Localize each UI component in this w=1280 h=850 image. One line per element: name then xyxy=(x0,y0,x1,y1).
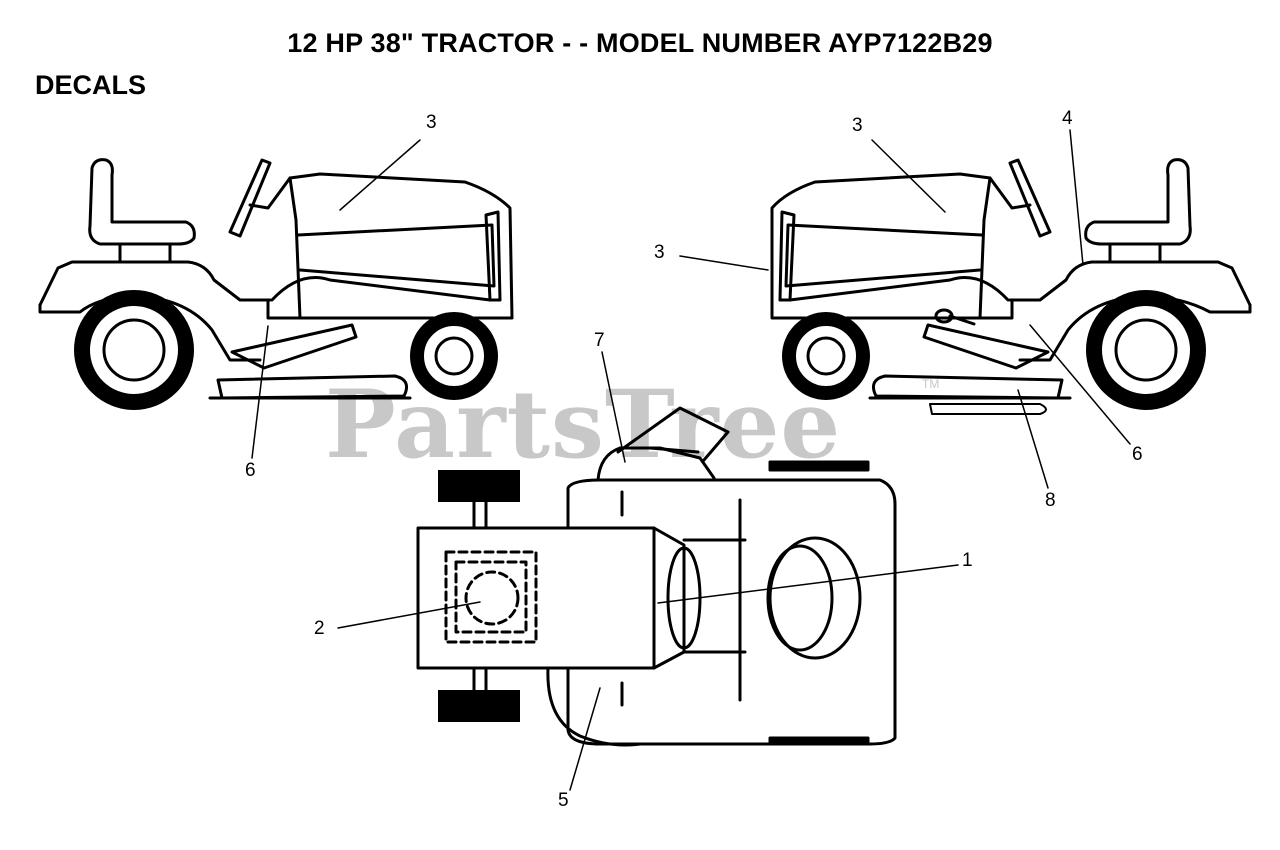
leader-5 xyxy=(569,687,601,791)
leader-1 xyxy=(657,564,959,604)
steering-wheel-left xyxy=(228,158,272,238)
seat-right xyxy=(1084,158,1192,246)
leader-3c xyxy=(679,255,769,271)
callout-3: 3 xyxy=(426,112,437,133)
seat-left xyxy=(88,158,196,246)
callout-3: 3 xyxy=(654,242,665,263)
leader-7 xyxy=(601,351,626,463)
diagram-title: 12 HP 38" TRACTOR - - MODEL NUMBER AYP71… xyxy=(287,28,993,58)
watermark: PartsTree xyxy=(325,370,842,480)
leader-2 xyxy=(337,601,481,629)
hood-left xyxy=(288,172,514,320)
leader-lines xyxy=(251,129,1131,791)
callout-4: 4 xyxy=(1062,108,1073,129)
front-wheel-right xyxy=(782,312,870,400)
hood-top xyxy=(416,526,656,670)
seat-top xyxy=(768,536,862,660)
leader-8 xyxy=(1017,389,1049,489)
rear-wheel-right xyxy=(1086,290,1206,410)
watermark-tm: TM xyxy=(922,377,940,391)
leader-6b xyxy=(1029,324,1131,445)
front-wheel-left xyxy=(410,312,498,400)
callout-7: 7 xyxy=(594,330,605,351)
mower-deck-right xyxy=(922,323,1050,370)
callout-3: 3 xyxy=(852,115,863,136)
callout-8: 8 xyxy=(1045,490,1056,511)
fender-left xyxy=(38,260,272,307)
leader-3b xyxy=(871,139,946,213)
callout-6: 6 xyxy=(245,460,256,481)
right-side-view xyxy=(770,158,1252,415)
callout-5: 5 xyxy=(558,790,569,811)
left-side-view xyxy=(38,158,514,410)
leader-4 xyxy=(1069,129,1084,266)
section-title: DECALS xyxy=(35,70,147,100)
steering-wheel-right xyxy=(1008,158,1052,238)
front-tire-bottom xyxy=(438,690,520,722)
leader-6a xyxy=(251,325,269,459)
callout-1: 1 xyxy=(962,550,973,571)
rear-wheel-left xyxy=(74,290,194,410)
callout-6: 6 xyxy=(1132,444,1143,465)
callout-2: 2 xyxy=(314,618,325,639)
fender-right xyxy=(1008,260,1252,307)
hood-right xyxy=(770,172,992,320)
leader-3a xyxy=(339,139,421,211)
front-tire-top xyxy=(438,470,520,502)
mower-deck-left xyxy=(230,323,358,370)
top-view xyxy=(416,406,897,747)
